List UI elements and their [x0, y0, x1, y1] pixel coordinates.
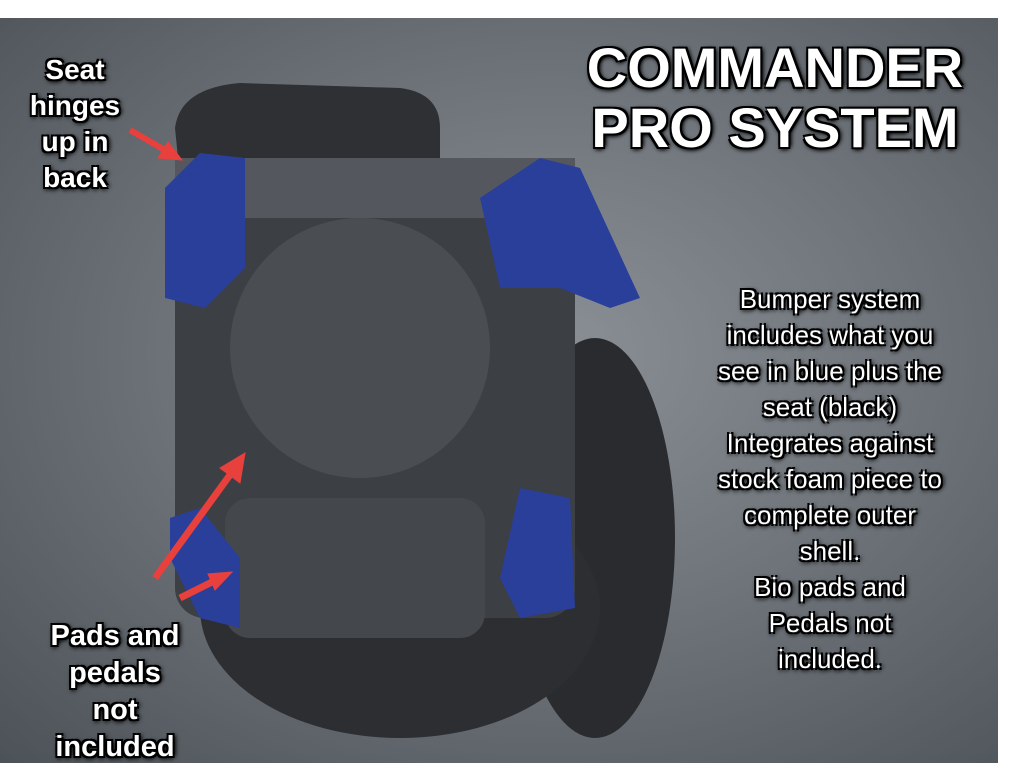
- pads-note-line: not: [92, 694, 138, 726]
- description: Bumper system includes what you see in b…: [670, 281, 990, 677]
- seat: [175, 83, 440, 158]
- description-line: see in blue plus the: [717, 356, 943, 386]
- description-line: Bio pads and: [754, 572, 906, 602]
- bio-pad-area: [230, 218, 490, 478]
- page-title: COMMANDER PRO SYSTEM: [540, 38, 998, 158]
- description-line: stock foam piece to: [718, 464, 942, 494]
- pads-note-line: included: [55, 731, 175, 763]
- description-line: seat (black): [762, 392, 898, 422]
- description-line: complete outer: [744, 500, 916, 530]
- seat-note-line: hinges: [29, 90, 121, 121]
- pedal: [225, 498, 485, 638]
- title-line: COMMANDER: [586, 36, 964, 99]
- bumper-top-right: [480, 158, 640, 308]
- seat-note-line: up in: [41, 126, 109, 157]
- pads-note-line: pedals: [69, 657, 161, 689]
- bumper-bottom-right: [500, 488, 575, 618]
- unicycle-illustration: [128, 83, 675, 738]
- description-line: included.: [777, 644, 883, 674]
- bumper-top-left: [165, 153, 245, 308]
- description-line: shell.: [799, 536, 861, 566]
- red-arrows: [128, 127, 246, 602]
- product-render: COMMANDER PRO SYSTEM Seat hinges up in b…: [0, 18, 998, 763]
- description-line: Integrates against: [726, 428, 934, 458]
- description-line: Bumper system: [739, 284, 921, 314]
- pads-note-line: Pads and: [50, 620, 180, 652]
- description-line: includes what you: [726, 320, 934, 350]
- description-line: Pedals not: [768, 608, 892, 638]
- seat-note: Seat hinges up in back: [20, 52, 130, 196]
- title-line: PRO SYSTEM: [591, 96, 959, 159]
- pads-note: Pads and pedals not included: [30, 618, 200, 763]
- seat-note-line: back: [43, 162, 107, 193]
- seat-note-line: Seat: [45, 54, 105, 85]
